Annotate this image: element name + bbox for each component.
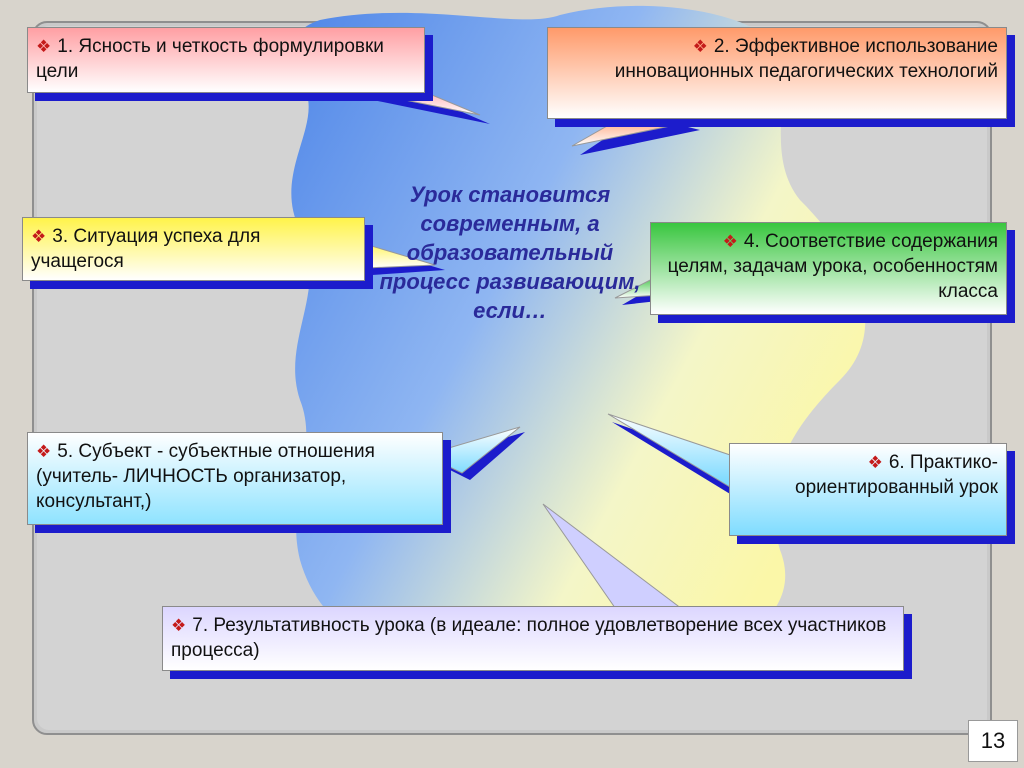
- item-text-3: 3. Ситуация успеха для учащегося: [31, 226, 261, 272]
- diamond-bullet-icon: ❖: [31, 227, 47, 246]
- item-box-1: ❖1. Ясность и четкость формулировки цели: [27, 27, 425, 93]
- item-box-2: ❖2. Эффективное использование инновацион…: [547, 27, 1007, 119]
- item-text-6: 6. Практико-ориентированный урок: [795, 452, 998, 498]
- item-text-5: 5. Субъект - субъектные отношения (учите…: [36, 441, 375, 512]
- item-box-4: ❖4. Соответствие содержания целям, задач…: [650, 222, 1007, 315]
- item-box-7: ❖7. Результативность урока (в идеале: по…: [162, 606, 904, 671]
- item-box-6: ❖6. Практико-ориентированный урок: [729, 443, 1007, 536]
- central-statement: Урок становится современным, а образоват…: [379, 182, 641, 323]
- item-box-5: ❖5. Субъект - субъектные отношения (учит…: [27, 432, 443, 525]
- item-text-4: 4. Соответствие содержания целям, задача…: [667, 231, 998, 302]
- item-box-3: ❖3. Ситуация успеха для учащегося: [22, 217, 365, 281]
- page-number: 13: [968, 720, 1018, 762]
- diamond-bullet-icon: ❖: [722, 232, 738, 251]
- diamond-bullet-icon: ❖: [692, 37, 708, 56]
- item-text-2: 2. Эффективное использование инновационн…: [614, 36, 998, 82]
- diamond-bullet-icon: ❖: [171, 616, 187, 635]
- item-text-7: 7. Результативность урока (в идеале: пол…: [171, 615, 887, 661]
- diamond-bullet-icon: ❖: [867, 453, 883, 472]
- diamond-bullet-icon: ❖: [36, 37, 52, 56]
- diamond-bullet-icon: ❖: [36, 442, 52, 461]
- item-text-1: 1. Ясность и четкость формулировки цели: [36, 36, 384, 82]
